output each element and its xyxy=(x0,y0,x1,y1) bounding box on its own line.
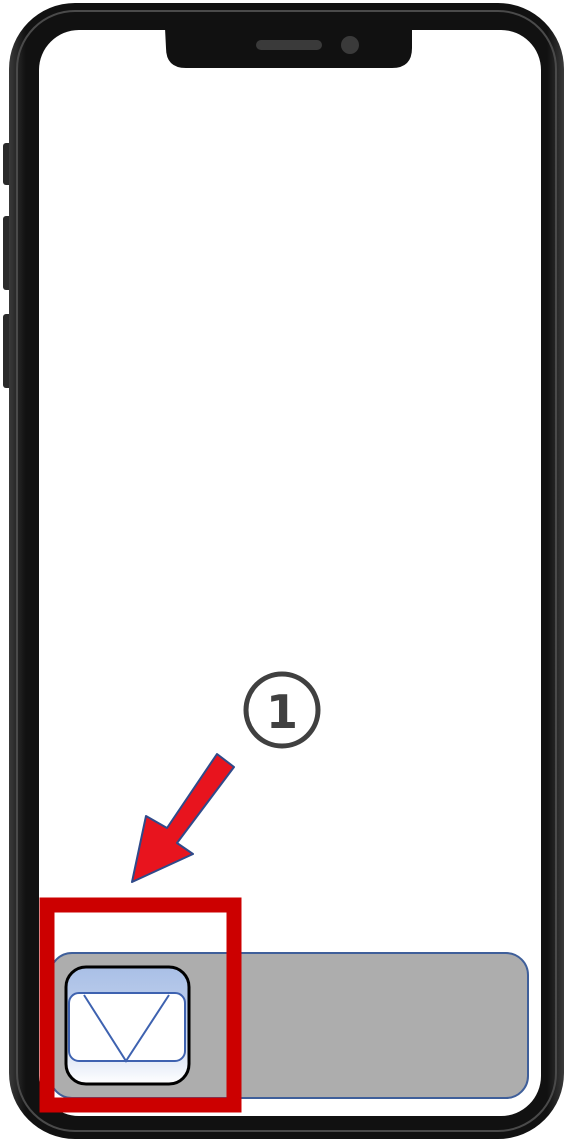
front-camera xyxy=(341,36,359,54)
mail-icon xyxy=(69,993,185,1061)
step-number-1: 1 xyxy=(238,668,326,756)
step-number-text: 1 xyxy=(266,689,298,735)
speaker-grille xyxy=(256,40,322,50)
mail-app-icon[interactable] xyxy=(66,967,189,1084)
